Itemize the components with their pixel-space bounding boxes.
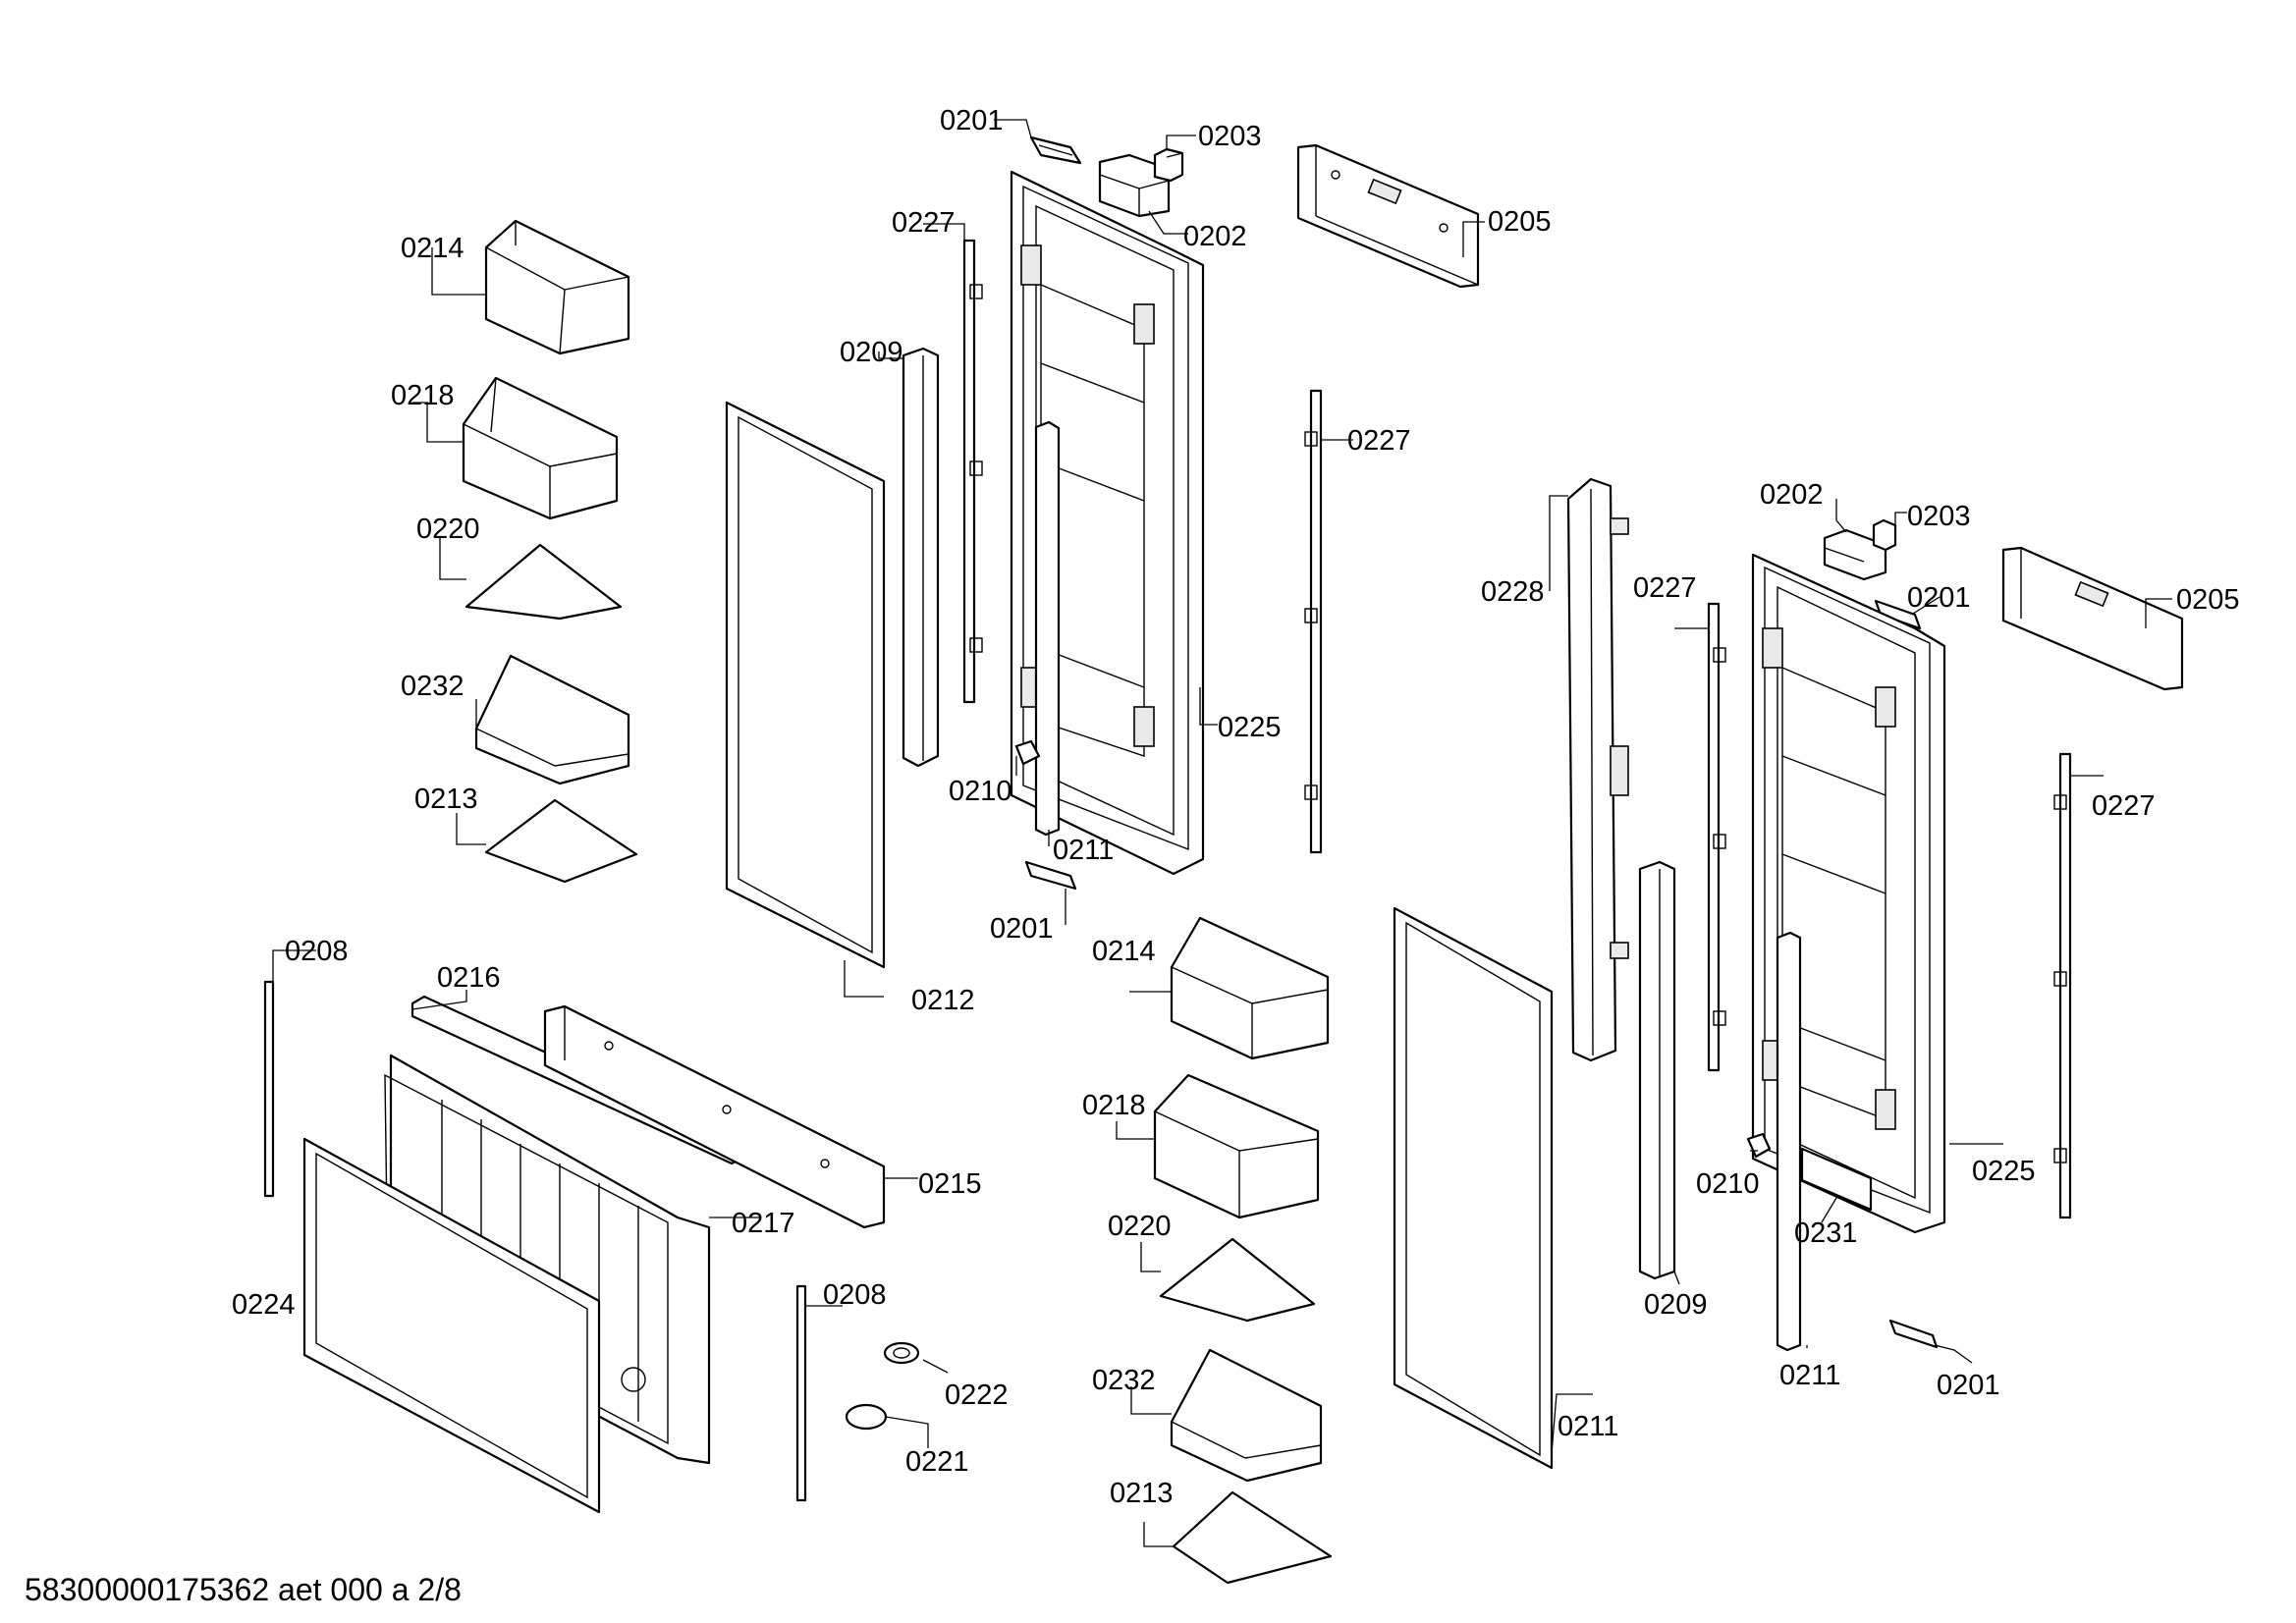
part-0210-clip-a	[1014, 739, 1041, 766]
label-0205: 0205	[1488, 206, 1552, 238]
leader-lines	[272, 119, 2172, 1547]
label-0203: 0203	[1907, 501, 1971, 532]
label-0217: 0217	[732, 1208, 795, 1239]
part-0208-strip-b	[795, 1284, 807, 1502]
part-0203-cap-b	[1872, 518, 1897, 552]
part-0214-bin-b	[1170, 916, 1330, 1060]
part-0220-glass-b	[1159, 1237, 1316, 1323]
drawing-reference: 58300000175362 aet 000 a 2/8	[25, 1572, 462, 1607]
label-0212: 0212	[911, 985, 975, 1016]
part-0227-strip-c	[1707, 602, 1726, 1072]
label-0232: 0232	[401, 671, 465, 702]
label-0201: 0201	[1907, 582, 1971, 614]
label-0220: 0220	[1108, 1211, 1172, 1242]
part-0214-bin-a	[484, 219, 630, 355]
label-0211: 0211	[1053, 835, 1114, 866]
part-0201-top-hinge	[1029, 135, 1082, 165]
label-0213: 0213	[1110, 1478, 1174, 1509]
part-0211-handle-b	[1776, 931, 1802, 1352]
part-0205-bracket-b	[2001, 546, 2184, 691]
label-0225: 0225	[1218, 712, 1282, 743]
label-0201: 0201	[990, 913, 1054, 945]
label-0227: 0227	[2092, 790, 2156, 822]
label-0231: 0231	[1794, 1217, 1858, 1249]
part-0215-rail	[543, 1004, 886, 1229]
part-0205-top-bracket	[1296, 143, 1480, 289]
label-0201: 0201	[940, 105, 1004, 136]
part-0212-gasket-b	[1393, 906, 1554, 1470]
part-0232-bin-b	[1170, 1348, 1323, 1483]
label-0208: 0208	[285, 936, 349, 967]
part-0228-handle	[1566, 477, 1629, 1062]
label-0225: 0225	[1972, 1156, 2036, 1187]
part-0218-bin-b	[1153, 1073, 1320, 1219]
part-0221-disc	[845, 1403, 888, 1431]
part-0213-glass-b	[1172, 1490, 1333, 1585]
label-0203: 0203	[1198, 121, 1262, 152]
part-0227-strip-b	[1304, 389, 1323, 854]
label-0208: 0208	[823, 1279, 887, 1311]
label-0210: 0210	[1696, 1168, 1760, 1200]
label-0213: 0213	[414, 784, 478, 815]
part-0227-strip-a	[962, 239, 983, 704]
part-0208-strip-a	[263, 980, 275, 1198]
part-0220-glass-a	[465, 543, 623, 621]
label-0209: 0209	[840, 337, 903, 368]
part-0209-post-a	[902, 347, 940, 768]
label-0220: 0220	[416, 514, 480, 545]
label-0202: 0202	[1760, 479, 1824, 511]
label-0218: 0218	[1082, 1090, 1146, 1121]
part-0212-gasket	[725, 401, 886, 969]
part-0232-bin-a	[474, 654, 630, 785]
part-0222-knob	[883, 1341, 920, 1365]
part-0201-lower-hinge	[1024, 860, 1077, 891]
label-0215: 0215	[918, 1168, 982, 1200]
part-0231-plate	[1800, 1147, 1873, 1212]
part-0202-hinge-cover-b	[1823, 528, 1887, 581]
part-0213-glass-a	[484, 798, 638, 884]
label-0222: 0222	[945, 1380, 1009, 1411]
label-0216: 0216	[437, 962, 501, 994]
label-0205: 0205	[2176, 584, 2240, 616]
label-0227: 0227	[1347, 425, 1411, 457]
part-0218-bin-a	[462, 376, 619, 520]
label-0214: 0214	[401, 233, 465, 264]
part-0202-hinge-cover	[1098, 153, 1171, 218]
part-0211-handle-a	[1034, 420, 1061, 837]
label-0211: 0211	[1558, 1411, 1618, 1442]
label-0224: 0224	[232, 1289, 296, 1321]
label-0211: 0211	[1779, 1360, 1840, 1391]
part-0209-post-b	[1638, 860, 1676, 1280]
label-0214: 0214	[1092, 936, 1156, 967]
label-0232: 0232	[1092, 1365, 1156, 1396]
label-0227: 0227	[892, 207, 956, 239]
label-0228: 0228	[1481, 576, 1545, 608]
part-labels: 0201 0203 0202 0205 0227 0214 0209 0218 …	[232, 105, 2240, 1509]
label-0221: 0221	[905, 1446, 969, 1478]
label-0210: 0210	[949, 776, 1012, 807]
part-0201-hinge-c	[1888, 1319, 1939, 1349]
label-0218: 0218	[391, 380, 455, 411]
label-0202: 0202	[1183, 221, 1247, 252]
part-0217-drawer-front	[384, 1054, 711, 1465]
part-0201-hinge-b	[1874, 599, 1922, 630]
label-0227: 0227	[1633, 572, 1697, 604]
label-0209: 0209	[1644, 1289, 1708, 1321]
part-0227-strip-d	[2053, 752, 2072, 1219]
label-0201: 0201	[1937, 1370, 2000, 1401]
part-0203-cap	[1153, 147, 1184, 183]
